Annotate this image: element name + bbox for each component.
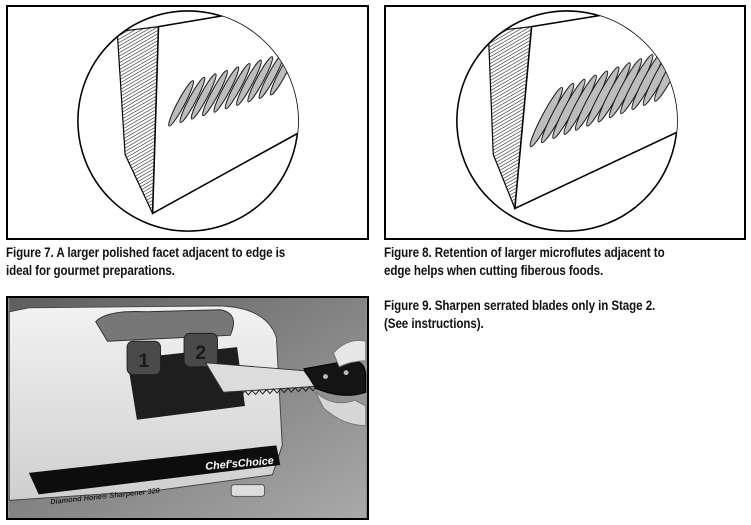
figure-7-caption-line-2: ideal for gourmet preparations. (6, 263, 175, 278)
brand-logo: Chef'sChoice (205, 455, 274, 473)
stage-1-label: 1 (138, 350, 149, 372)
figure-9-caption-line-2: (See instructions). (384, 316, 484, 331)
polish-grooves (168, 49, 296, 127)
knife-edge-polished-facet-illustration (77, 10, 299, 232)
figure-8-caption-line-1: Figure 8. Retention of larger microflute… (384, 245, 665, 260)
groove (247, 56, 274, 103)
groove (213, 66, 240, 113)
groove (224, 62, 251, 110)
figure-7-caption-line-1: Figure 7. A larger polished facet adjace… (6, 245, 286, 260)
figure-8-caption-line-2: edge helps when cutting fiberous foods. (384, 263, 604, 278)
figure-8-illustration (384, 5, 746, 240)
knife-edge-microflutes-illustration (456, 10, 678, 232)
stage-2-label: 2 (195, 342, 206, 364)
groove (190, 73, 217, 120)
figure-9-caption-line-1: Figure 9. Sharpen serrated blades only i… (384, 298, 656, 313)
figure-9-caption: Figure 9. Sharpen serrated blades only i… (384, 297, 655, 333)
figure-7-caption: Figure 7. A larger polished facet adjace… (6, 244, 285, 280)
serration-teeth (222, 386, 317, 397)
groove (179, 76, 206, 124)
groove (168, 80, 195, 127)
figure-9-photo: 1 2 Chef'sChoice Diamond Hone® Sharpener… (6, 296, 369, 520)
hand (332, 339, 367, 368)
figure-7-illustration (6, 5, 369, 240)
figure-8-caption: Figure 8. Retention of larger microflute… (384, 244, 665, 280)
groove (235, 59, 262, 106)
sharpener-with-serrated-knife-photo: 1 2 Chef'sChoice Diamond Hone® Sharpener… (8, 298, 367, 518)
serration-line (222, 386, 317, 397)
groove (202, 69, 228, 117)
